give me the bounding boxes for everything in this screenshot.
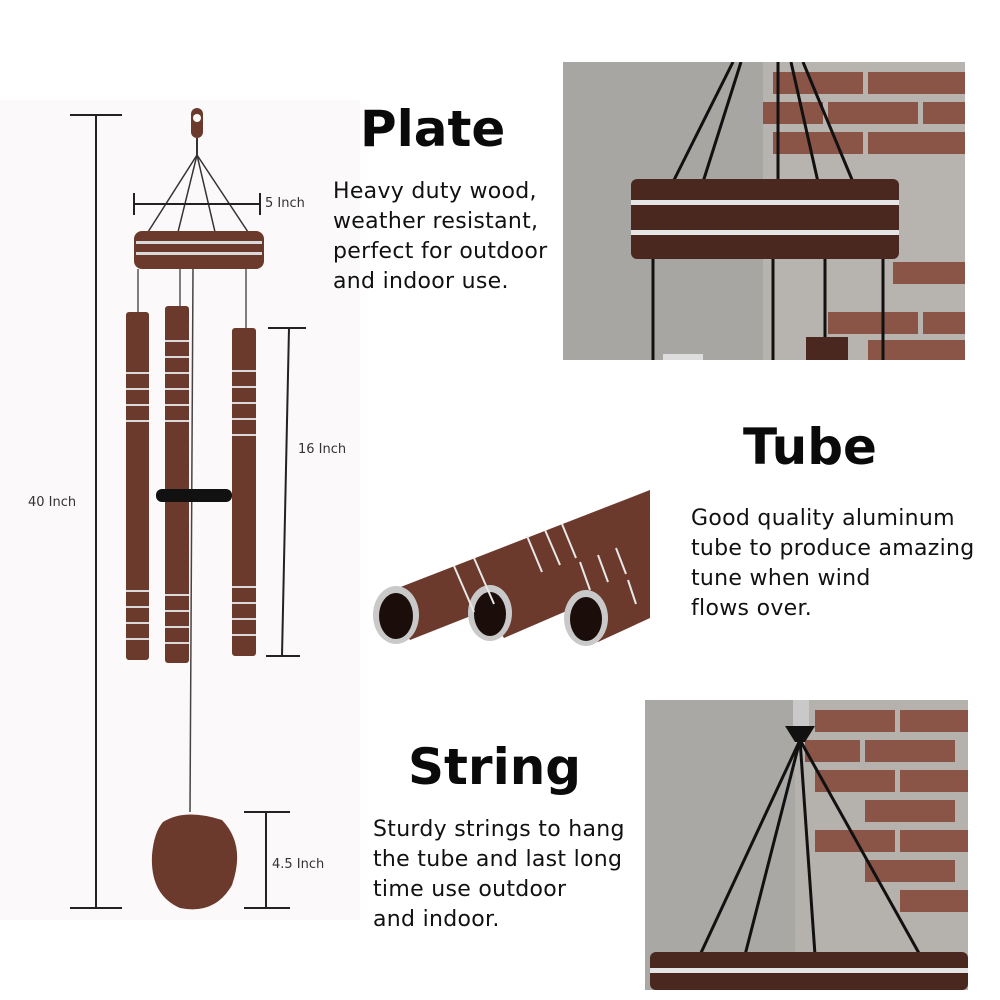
tube-closeup-photo: [362, 470, 650, 670]
plate-line-2: weather resistant,: [333, 209, 539, 234]
tube-line-2: tube to produce amazing: [691, 536, 975, 561]
dimension-tube-label: 16 Inch: [298, 442, 347, 457]
string-line-3: time use outdoor: [373, 877, 567, 902]
string-line-2: the tube and last long: [373, 847, 623, 872]
plate-description: Heavy duty wood, weather resistant, perf…: [333, 177, 563, 297]
tube-line-3: tune when wind: [691, 566, 871, 591]
hook: [191, 108, 203, 155]
plate-title: Plate: [360, 100, 506, 158]
dimension-sail-label: 4.5 Inch: [272, 857, 325, 872]
hanging-strings: [147, 154, 249, 233]
dimension-sail-line: [244, 811, 290, 909]
tube-line-4: flows over.: [691, 596, 813, 621]
dimension-total-line: [70, 114, 122, 909]
tube-description: Good quality aluminum tube to produce am…: [691, 504, 991, 624]
dimension-plate-line: [133, 193, 261, 215]
string-line-1: Sturdy strings to hang: [373, 817, 625, 842]
tube-rod-1: [373, 490, 650, 644]
tube-left: [126, 312, 149, 660]
plate-line-3: perfect for outdoor: [333, 239, 548, 264]
tube-line-1: Good quality aluminum: [691, 506, 955, 531]
string-closeup-photo: [645, 700, 968, 990]
dimension-tube-line: [266, 327, 306, 657]
tube-rod-2: [468, 518, 650, 641]
tube-title: Tube: [743, 418, 877, 476]
string-title: String: [408, 738, 582, 796]
string-description: Sturdy strings to hang the tube and last…: [373, 815, 643, 935]
striker: [156, 489, 232, 502]
plate-line-4: and indoor use.: [333, 269, 509, 294]
plate-closeup-photo: [563, 62, 965, 360]
tube-rod-3: [564, 562, 650, 646]
tube-middle: [165, 306, 189, 663]
wind-chime-illustration: [70, 108, 306, 910]
wood-plate: [134, 231, 264, 269]
plate-line-1: Heavy duty wood,: [333, 179, 537, 204]
dimension-plate-label: 5 Inch: [265, 196, 305, 211]
wind-sail: [151, 814, 238, 910]
tube-right: [232, 328, 256, 656]
dimension-total-label: 40 Inch: [28, 495, 77, 510]
string-line-4: and indoor.: [373, 907, 500, 932]
